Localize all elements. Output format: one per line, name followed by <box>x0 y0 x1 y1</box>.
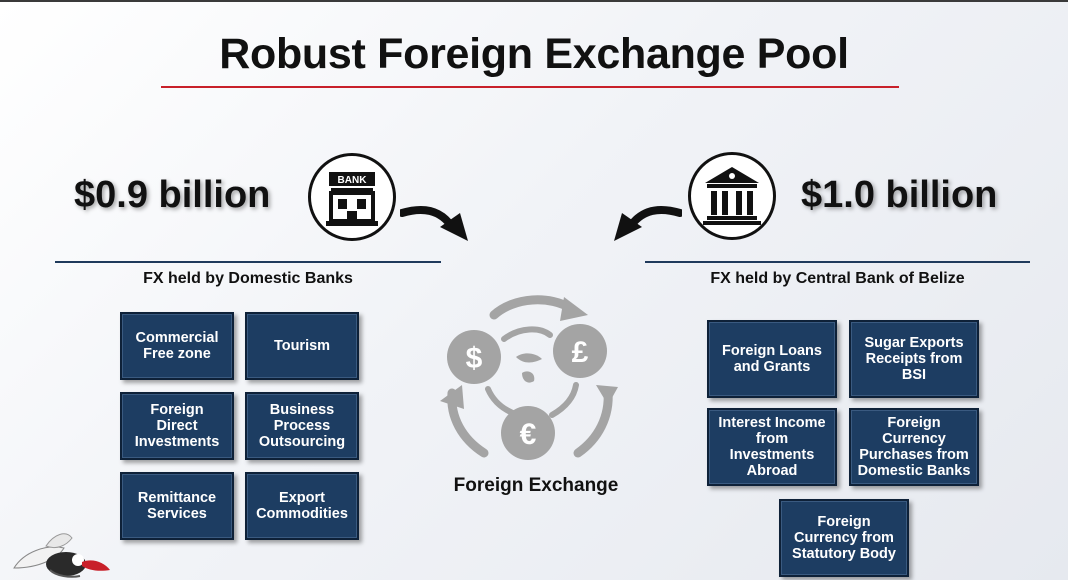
curved-arrow-right-icon <box>400 206 468 241</box>
domestic-banks-label: FX held by Domestic Banks <box>143 270 353 287</box>
source-box-tourism: Tourism <box>245 312 359 380</box>
top-border <box>0 0 1068 2</box>
source-box-sugar-exports: Sugar Exports Receipts from BSI <box>849 320 979 398</box>
domestic-banks-amount: $0.9 billion <box>74 174 271 216</box>
pound-symbol: £ <box>572 336 589 369</box>
title-underline <box>161 86 899 88</box>
bank-building-icon: BANK <box>308 153 396 241</box>
source-box-foreign-loans-grants: Foreign Loans and Grants <box>707 320 837 398</box>
dollar-symbol: $ <box>466 342 483 375</box>
source-box-export-commodities: Export Commodities <box>245 472 359 540</box>
source-box-fx-purchases-domestic-banks: Foreign Currency Purchases from Domestic… <box>849 408 979 486</box>
curved-arrow-left-icon <box>614 206 682 241</box>
central-bank-amount: $1.0 billion <box>801 174 998 216</box>
foreign-exchange-cycle-icon: $ £ € <box>440 295 618 460</box>
foreign-exchange-label: Foreign Exchange <box>453 475 619 496</box>
page-title: Robust Foreign Exchange Pool <box>219 30 849 78</box>
source-box-commercial-free-zone: Commercial Free zone <box>120 312 234 380</box>
source-box-interest-income: Interest Income from Investments Abroad <box>707 408 837 486</box>
euro-symbol: € <box>520 418 537 451</box>
bank-sign-text: BANK <box>338 175 368 186</box>
source-box-remittance-services: Remittance Services <box>120 472 234 540</box>
toucan-bird-icon <box>13 533 110 578</box>
source-box-business-process-outsourcing: Business Process Outsourcing <box>245 392 359 460</box>
central-bank-icon <box>688 152 776 240</box>
central-bank-label: FX held by Central Bank of Belize <box>710 270 965 287</box>
source-box-statutory-body: Foreign Currency from Statutory Body <box>779 499 909 577</box>
central-bank-divider <box>645 261 1030 263</box>
domestic-banks-divider <box>55 261 441 263</box>
source-box-foreign-direct-investments: Foreign Direct Investments <box>120 392 234 460</box>
